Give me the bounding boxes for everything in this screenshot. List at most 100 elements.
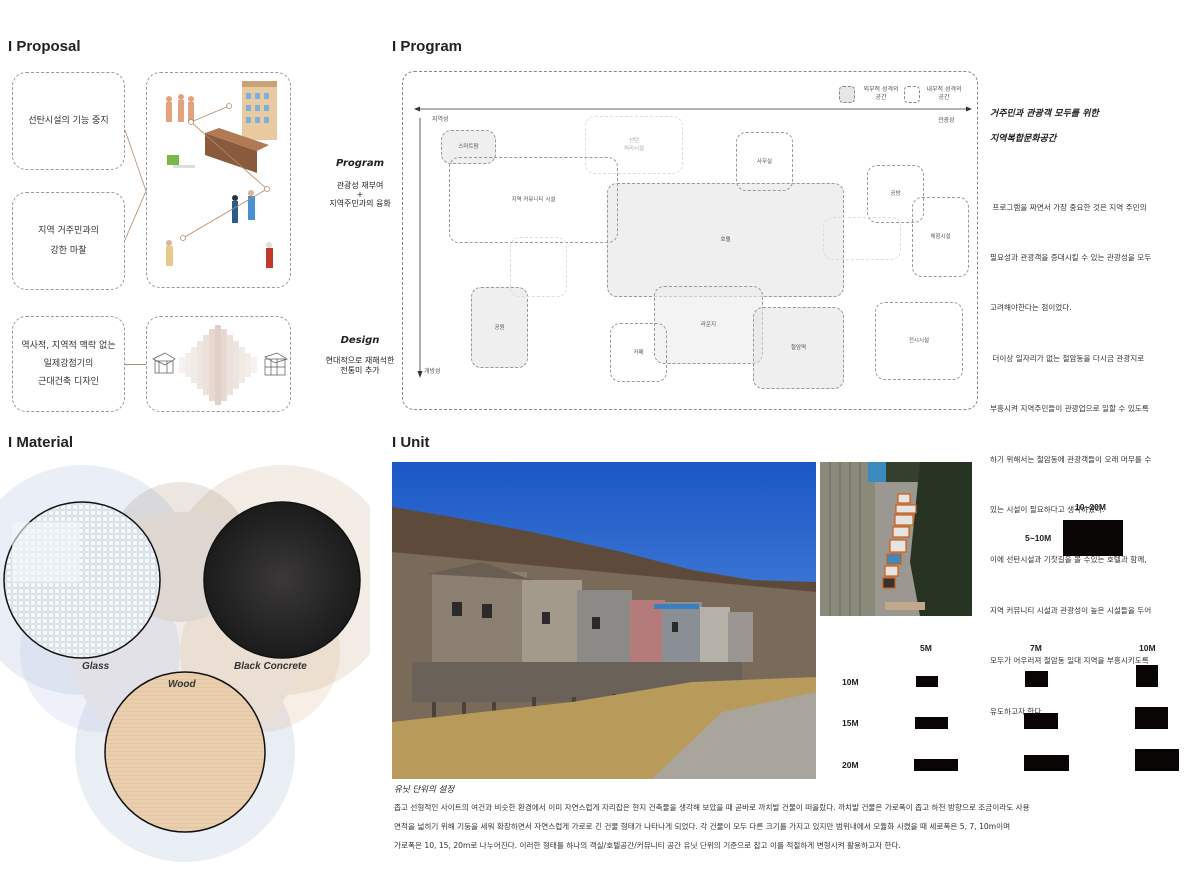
- program-diagram-frame: [402, 71, 978, 410]
- bracket-connector: [125, 130, 147, 240]
- space-park: 공원: [471, 287, 528, 368]
- issue-text: 역사적, 지역적 맥락 없는: [21, 341, 116, 351]
- program-summary: Program 관광성 재부여 + 지역주민과의 융화: [300, 158, 420, 209]
- axis-arrows: [414, 106, 972, 378]
- unit-row-header: 10M: [842, 677, 859, 687]
- unit-7x20: [1024, 755, 1069, 771]
- people-icon: [166, 94, 194, 122]
- unit-caption: 좁고 선형적인 사이트의 여건과 비슷한 환경에서 이미 자연스럽게 자리잡은 …: [394, 798, 1200, 855]
- space-label: 선탄: [628, 138, 640, 144]
- material-venn-diagram: [0, 465, 370, 862]
- building-icon: [242, 81, 277, 140]
- material-label-wood: Wood: [168, 679, 196, 690]
- legend-text: 공간: [938, 94, 950, 101]
- space-label: 처리시설: [623, 146, 645, 152]
- section-title-material: I Material: [8, 434, 74, 451]
- material-label-glass: Glass: [82, 661, 110, 672]
- unit-row-header: 15M: [842, 718, 859, 728]
- description-line: 더이상 일자리가 없는 철암동을 다시금 관광지로: [990, 353, 1145, 363]
- description-line: 지역 커뮤니티 시설과 관광성이 높은 시설들을 두어: [990, 605, 1152, 615]
- tradition-to-modern-gradient: [152, 325, 288, 405]
- space-empty-left: [510, 237, 567, 297]
- people-icon: [166, 155, 273, 268]
- description-line: 필요성과 관광객을 증대시킬 수 있는 관광성을 모두: [990, 252, 1152, 262]
- unit-col-header: 5M: [920, 643, 932, 653]
- axis-label-openness: 개방성: [424, 368, 441, 375]
- design-summary-line: 전통미 추가: [340, 366, 380, 375]
- traditional-house-icon: [152, 352, 176, 374]
- legend-text: 공간: [875, 94, 887, 101]
- issue-text: 일제강점기의: [43, 359, 94, 369]
- description-line: 프로그램을 짜면서 가장 중요한 것은 지역 주민의: [990, 202, 1147, 212]
- unit-col-header: 10M: [1139, 643, 1156, 653]
- connector-line: [125, 364, 146, 365]
- design-summary-line: 현대적으로 재해석한: [325, 356, 395, 365]
- program-summary-title: Program: [335, 158, 385, 169]
- description-line: 고려해야한다는 점이었다.: [990, 303, 1072, 313]
- modern-building-icon: [264, 352, 288, 376]
- unit-7x15: [1024, 713, 1058, 729]
- unit-5x20: [914, 759, 958, 771]
- program-description: 프로그램을 짜면서 가장 중요한 것은 지역 주민의 필요성과 관광객을 증대시…: [990, 166, 1200, 737]
- description-line: 부흥시켜 지역주민들이 관광업으로 일할 수 있도록: [990, 404, 1149, 414]
- legend-text: 내부적 성격의: [926, 86, 962, 93]
- material-label-concrete: Black Concrete: [234, 661, 307, 672]
- section-title-proposal: I Proposal: [8, 38, 81, 55]
- legend-inner-swatch: [904, 86, 920, 103]
- section-title-program: I Program: [392, 38, 463, 55]
- caption-line: 좁고 선형적인 사이트의 여건과 비슷한 환경에서 이미 자연스럽게 자리잡은 …: [394, 803, 1030, 812]
- unit-5x15: [915, 717, 948, 729]
- program-subtitle: 거주민과 관광객 모두를 위한: [990, 109, 1099, 119]
- unit-7x10: [1025, 671, 1048, 687]
- issue-text: 근대건축 디자인: [38, 377, 99, 387]
- space-community: 지역 커뮤니티 시설: [449, 157, 618, 243]
- description-line: 있는 시설이 필요하다고 생각하였다.: [990, 504, 1105, 514]
- description-line: 이에 선탄시설과 기찻길을 볼 수있는 호텔과 함께,: [990, 555, 1147, 565]
- space-hotel: 호텔: [607, 183, 844, 297]
- axis-label-tourism: 관광성: [938, 117, 955, 124]
- space-office: 사무실: [736, 132, 793, 191]
- design-illustration-card: [146, 316, 291, 412]
- issue-text: 강한 마찰: [50, 246, 87, 256]
- program-summary-line: 관광성 재부여: [336, 181, 384, 190]
- space-empty-right: [823, 217, 901, 260]
- description-line: 하기 위해서는 철암동에 관광객들이 오래 머무를 수: [990, 454, 1152, 464]
- legend-outer-swatch: [839, 86, 855, 103]
- unit-module-block: [1063, 520, 1123, 556]
- legend-text: 외부적 성격의: [863, 86, 899, 93]
- unit-range-width: 10~20M: [1075, 502, 1106, 512]
- space-exhibition: 전시시설: [875, 302, 963, 380]
- description-line: 유도하고자 한다.: [990, 706, 1044, 716]
- unit-row-header: 20M: [842, 760, 859, 770]
- connector-lines: [180, 103, 270, 241]
- space-smartfarm: 스마트팜: [441, 130, 496, 164]
- unit-10x15: [1135, 707, 1168, 729]
- people-hotel-illustration: [166, 81, 277, 268]
- aerial-photo: [820, 462, 972, 616]
- site-photo: [392, 462, 816, 779]
- wood-swatch: [104, 671, 266, 833]
- caption-line: 면적을 넓히기 위해 기둥을 세워 확장하면서 자연스럽게 가로로 긴 건물 형…: [394, 822, 1011, 831]
- description-line: 모두가 어우러져 철암동 일대 지역을 부흥시키도록: [990, 656, 1149, 666]
- design-summary-title: Design: [340, 335, 380, 346]
- reception-desk-icon: [205, 128, 269, 173]
- program-summary-line: 지역주민과의 융화: [329, 199, 391, 208]
- section-title-unit: I Unit: [392, 434, 430, 451]
- axis-label-locality: 지역성: [432, 116, 449, 123]
- unit-col-header: 7M: [1030, 643, 1042, 653]
- unit-10x10: [1136, 665, 1158, 687]
- unit-5x10: [916, 676, 938, 687]
- issue-text: 선탄시설의 기능 중지: [28, 116, 109, 126]
- plus-sign: +: [356, 190, 364, 199]
- unit-range-depth: 5~10M: [1025, 533, 1052, 543]
- black-concrete-swatch: [203, 501, 361, 659]
- issue-text: 지역 거주민과의: [38, 226, 99, 236]
- unit-10x20: [1135, 749, 1179, 771]
- space-cafe: 카페: [610, 323, 667, 382]
- space-lounge: 라운지: [654, 286, 763, 364]
- program-illustration-card: [146, 72, 291, 288]
